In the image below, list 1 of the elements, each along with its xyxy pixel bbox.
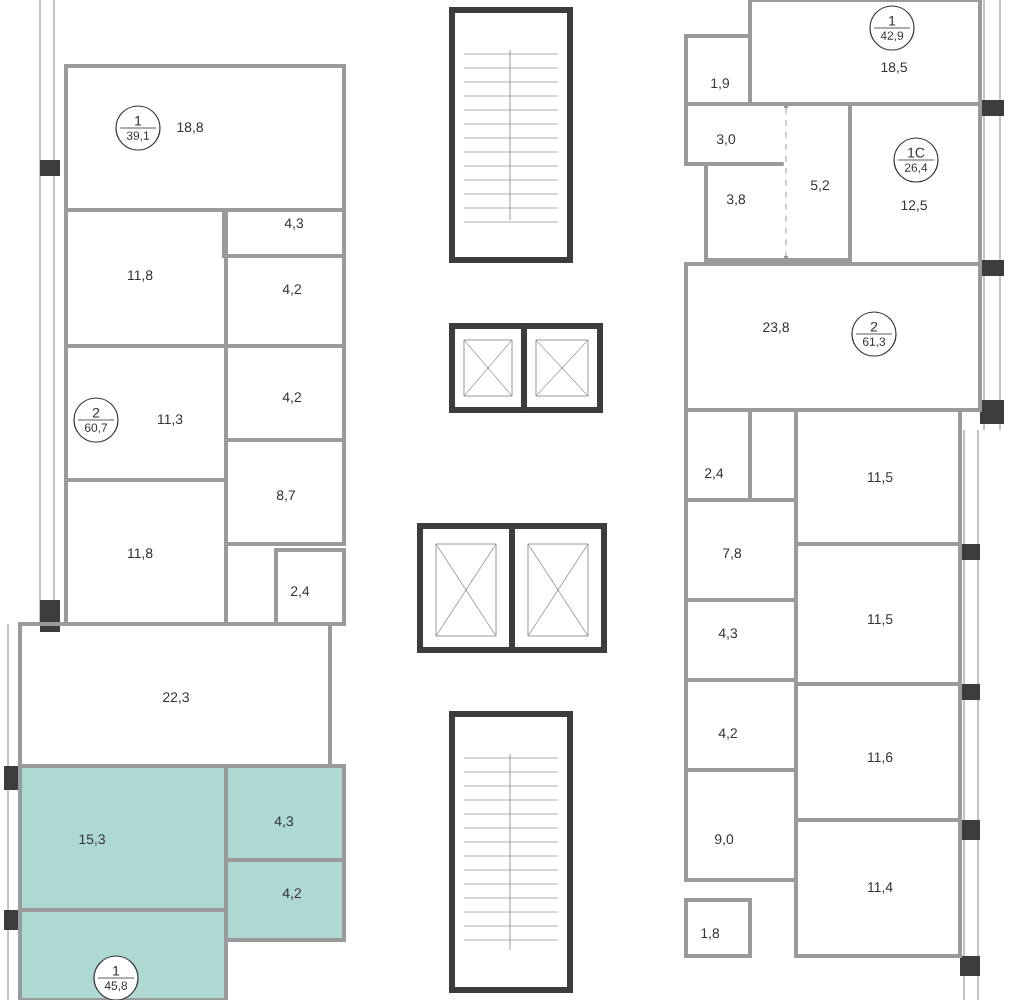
room	[18, 908, 228, 1000]
